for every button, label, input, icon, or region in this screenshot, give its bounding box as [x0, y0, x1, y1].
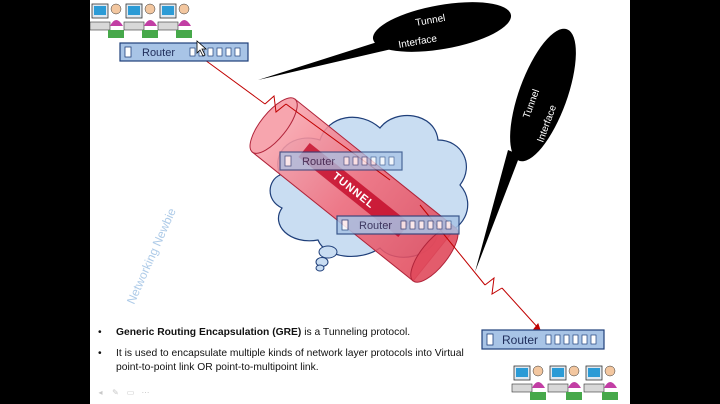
user-computer-icon [157, 3, 192, 38]
router-label: Router [359, 220, 392, 232]
user-computer-icon [511, 365, 546, 400]
bubble-text-line1: Tunnel [415, 13, 447, 29]
user-computer-icon [123, 3, 158, 38]
user-group-top-left [90, 3, 192, 38]
slides-icon[interactable]: ▭ [126, 388, 135, 397]
bullet-rest-text: is a Tunneling protocol. [301, 327, 411, 338]
bullet-item: • It is used to encapsulate multiple kin… [98, 347, 474, 374]
router-cloud-lower[interactable]: Router [336, 215, 460, 235]
router-label: Router [142, 47, 175, 59]
router-bottom-right[interactable]: Router [481, 329, 605, 350]
menu-icon[interactable]: ⋯ [141, 388, 150, 397]
watermark-text: Networking Newbie [124, 206, 179, 306]
bullet-symbol: • [98, 327, 102, 338]
router-cloud-upper[interactable]: Router [279, 151, 403, 171]
cursor-icon [196, 40, 208, 57]
slideshow-toolbar: ◂ ✎ ▭ ⋯ [96, 388, 150, 397]
user-group-bottom-right [511, 365, 618, 400]
pen-icon[interactable]: ✎ [112, 388, 119, 397]
router-label: Router [302, 156, 335, 168]
bullet-list: • Generic Routing Encapsulation (GRE) is… [98, 326, 474, 382]
router-label: Router [502, 333, 538, 347]
user-computer-icon [583, 365, 618, 400]
bullet-symbol: • [98, 348, 102, 360]
previous-icon[interactable]: ◂ [98, 388, 103, 397]
callout-bubble-right: Tunnel Interface [475, 28, 576, 272]
bullet-text: It is used to encapsulate multiple kinds… [116, 348, 464, 373]
slide: Networking Newbie TUNNEL [90, 0, 630, 404]
user-computer-icon [547, 365, 582, 400]
user-computer-icon [90, 3, 124, 38]
bullet-text: Generic Routing Encapsulation (GRE) is a… [116, 326, 410, 339]
bullet-item: • Generic Routing Encapsulation (GRE) is… [98, 326, 474, 339]
gre-diagram: Networking Newbie TUNNEL [90, 2, 618, 400]
router-top-left[interactable]: Router [119, 42, 249, 62]
bullet-bold-text: Generic Routing Encapsulation (GRE) [116, 327, 302, 338]
callout-bubble-left: Tunnel Interface [258, 2, 512, 80]
